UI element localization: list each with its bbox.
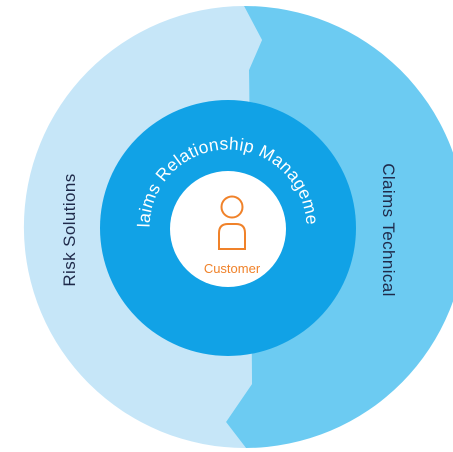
- claims-technical-label: Claims Technical: [379, 163, 398, 297]
- risk-solutions-label: Risk Solutions: [60, 173, 79, 286]
- customer-center-circle: [170, 171, 286, 287]
- person-outline-icon: [218, 195, 246, 250]
- customer-label: Customer: [204, 261, 261, 276]
